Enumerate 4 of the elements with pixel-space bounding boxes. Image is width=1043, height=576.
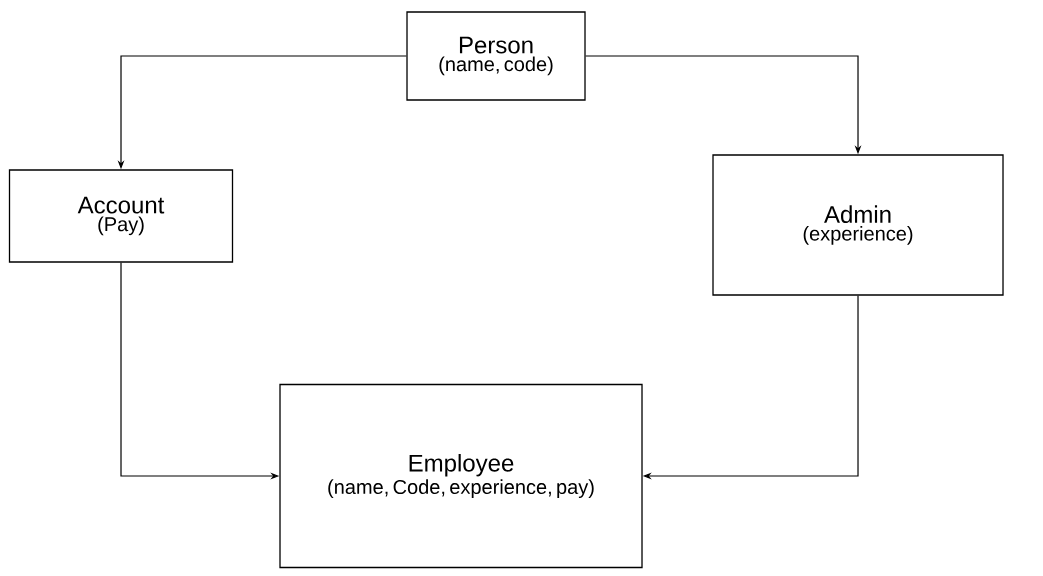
class-box: Admin (experience) [712,154,1004,296]
class-box: Employee (name, Code, experience, pay) [279,383,643,569]
class-box: Person (name, code) [406,11,586,101]
class-box: Account (Pay) [8,169,234,263]
